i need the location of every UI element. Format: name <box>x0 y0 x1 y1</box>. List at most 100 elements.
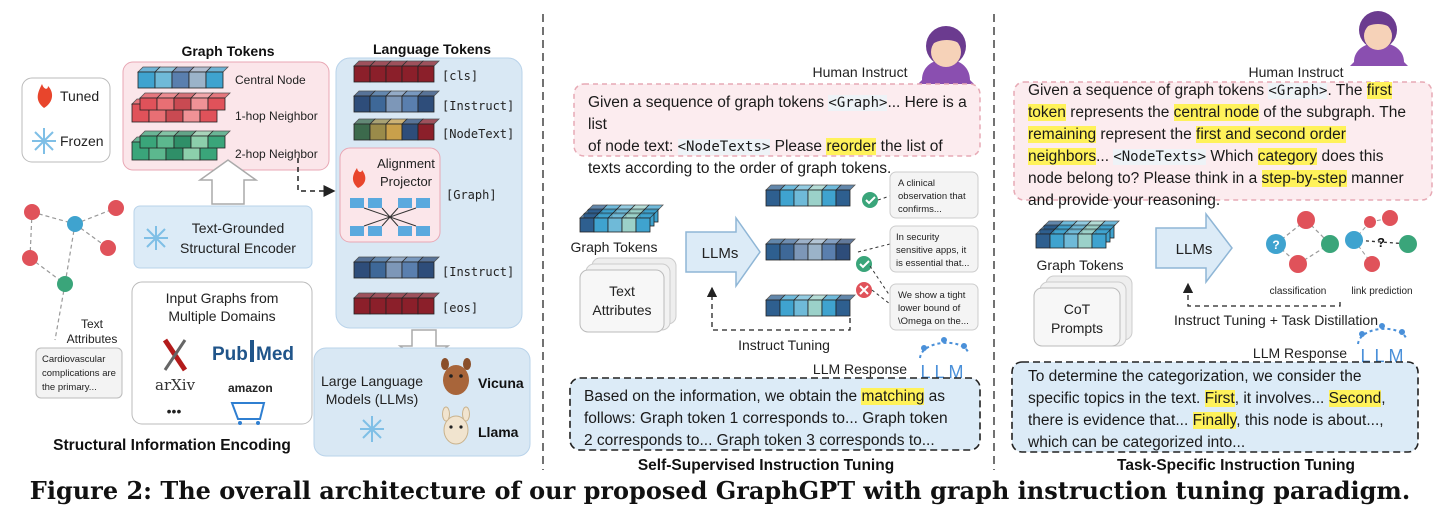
panel-title: Self-Supervised Instruction Tuning <box>638 457 894 474</box>
eos-token-label: [eos] <box>442 301 478 315</box>
highlighted-phrase: token <box>1028 104 1066 121</box>
text-attributes-label: Attributes <box>592 302 651 318</box>
llms-arrow <box>685 215 761 289</box>
language-token-cube <box>369 261 387 279</box>
prose-line: token represents the central node of the… <box>1028 102 1432 124</box>
llm-logo-text: LLM <box>920 362 967 382</box>
language-token-cube <box>401 123 419 141</box>
graph-token-cube <box>190 135 209 149</box>
output-token-cube <box>765 243 781 261</box>
text-attribute-line: the primary... <box>42 382 97 393</box>
output-token-cube <box>779 243 795 261</box>
projector-label: Alignment <box>377 156 435 171</box>
token-placeholder: <NodeTexts> <box>677 139 771 155</box>
graph-token-cube <box>635 217 651 233</box>
prose-text: manner <box>1346 170 1404 187</box>
bubble-text: A clinical <box>898 178 935 189</box>
link-prediction-graph: ? <box>1345 210 1417 272</box>
prose-line: To determine the categorization, we cons… <box>1028 366 1416 388</box>
flame-icon <box>37 84 53 108</box>
panel-title: Task-Specific Instruction Tuning <box>1117 457 1355 474</box>
output-token-cube <box>779 189 795 207</box>
llm-logo-text: LLM <box>1360 346 1407 366</box>
language-token-cube <box>353 123 371 141</box>
text-attributes-label: Attributes <box>67 332 118 346</box>
prose-line: which can be categorized into... <box>1028 432 1416 454</box>
language-token-cube <box>385 297 403 315</box>
prose-text: 2 corresponds to... Graph token 3 corres… <box>584 432 935 449</box>
output-token-cube <box>765 299 781 317</box>
highlighted-phrase: Finally <box>1192 412 1237 429</box>
language-token-cube <box>369 95 387 113</box>
highlighted-phrase: First <box>1204 390 1235 407</box>
output-token-cube <box>835 299 851 317</box>
prose-text: which can be categorized into... <box>1028 434 1246 451</box>
text-attributes-box <box>579 269 665 333</box>
prose-text: Given a sequence of graph tokens <box>1028 82 1269 99</box>
language-token-cube <box>417 123 435 141</box>
cot-prompts-label: Prompts <box>1051 320 1103 336</box>
human-instruct-label: Human Instruct <box>1249 64 1344 80</box>
graph-token-stack <box>1035 220 1120 249</box>
snowflake-icon <box>144 226 168 250</box>
classification-graph: ? <box>1266 211 1339 273</box>
graph-token-cube <box>579 217 595 233</box>
llm-response-label: LLM Response <box>1253 345 1347 361</box>
output-token-cube <box>821 243 837 261</box>
llama-icon <box>442 406 470 445</box>
token-placeholder: <NodeTexts> <box>1113 149 1207 165</box>
language-token-cube <box>385 65 403 83</box>
cot-prompts-label: CoT <box>1064 301 1091 317</box>
output-token-cube <box>835 243 851 261</box>
link-prediction-label: link prediction <box>1351 286 1412 297</box>
prose-text: the list of <box>876 138 943 155</box>
cot-prompts-box <box>1033 287 1121 347</box>
self-supervised-instruction-text: Given a sequence of graph tokens <Graph>… <box>588 92 978 180</box>
bubble-text: We show a tight <box>898 290 966 301</box>
language-token-cube <box>417 297 435 315</box>
response-box <box>1011 361 1419 453</box>
highlighted-phrase: neighbors <box>1028 148 1097 165</box>
llm-response-label: LLM Response <box>813 361 907 377</box>
snowflake-icon <box>32 128 56 154</box>
language-token-cube <box>401 297 419 315</box>
encoder-label: Structural Encoder <box>180 240 296 256</box>
vicuna-icon <box>441 358 471 395</box>
highlighted-phrase: Second <box>1328 390 1382 407</box>
bubble-text: sensitive apps, it <box>896 245 967 256</box>
prose-text: specific topics in the text. <box>1028 390 1205 407</box>
prose-text: , <box>1381 390 1386 407</box>
graph-tokens-title: Graph Tokens <box>181 43 274 59</box>
graph-token-stack <box>579 204 664 233</box>
input-graph <box>22 200 124 341</box>
language-tokens-title: Language Tokens <box>373 41 491 57</box>
prose-text: of the subgraph. The <box>1258 104 1407 121</box>
graph-token-cube <box>607 217 623 233</box>
legend-frozen-label: Frozen <box>60 133 104 149</box>
check-icon <box>862 192 878 208</box>
output-token-cube <box>793 299 809 317</box>
prose-line: Based on the information, we obtain the … <box>584 386 976 408</box>
highlighted-phrase: matching <box>861 388 925 405</box>
prose-text: . The <box>1327 82 1367 99</box>
graph-token-cube <box>173 97 192 111</box>
classification-label: classification <box>1270 286 1327 297</box>
llm-logo: LLM <box>919 337 969 382</box>
prose-line: Given a sequence of graph tokens <Graph>… <box>588 92 978 136</box>
output-token-cube <box>807 243 823 261</box>
nodetext-token-label: [NodeText] <box>442 127 514 141</box>
graph-token-cube <box>207 97 226 111</box>
more-domains-ellipsis: ••• <box>167 403 182 419</box>
output-token-rows <box>765 184 856 317</box>
graph-token-cube <box>139 135 158 149</box>
amazon-logo: amazon <box>228 381 273 425</box>
output-token-cube <box>779 299 795 317</box>
panel-structural-encoding: Tuned Frozen Graph Tokens Central Node 1… <box>21 41 531 457</box>
text-bubble <box>889 283 979 331</box>
self-supervised-response-text: Based on the information, we obtain the … <box>584 386 976 452</box>
bubble-text: \Omega on the... <box>898 316 969 327</box>
prose-text: and provide your reasoning. <box>1028 192 1221 209</box>
snowflake-icon <box>360 416 384 442</box>
prose-text: represents the <box>1065 104 1174 121</box>
